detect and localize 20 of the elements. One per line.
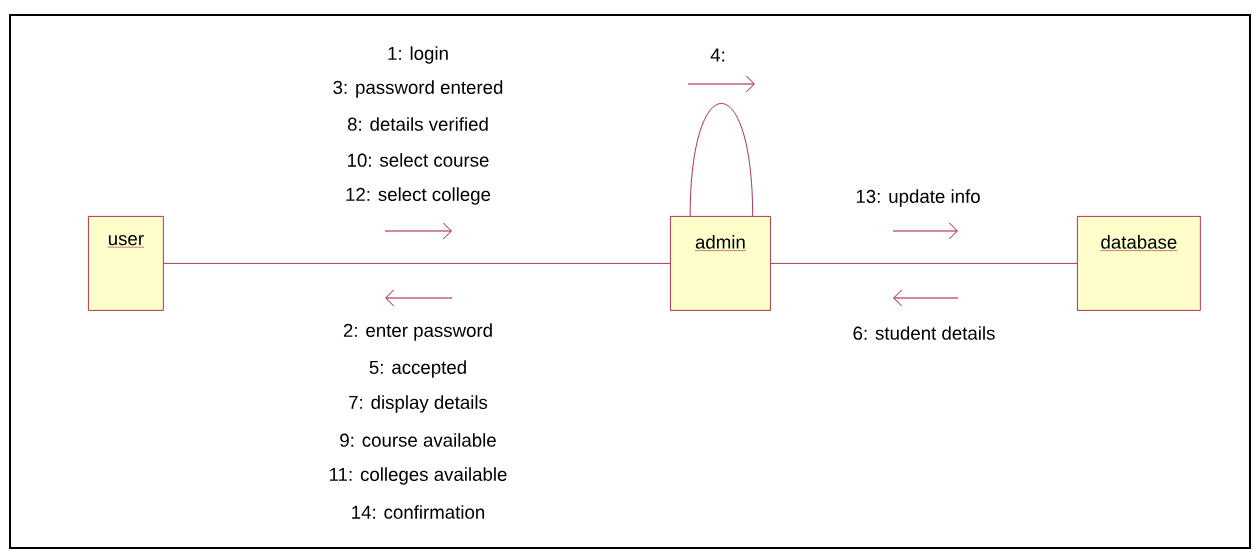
object-box: user (88, 216, 164, 311)
message-label: 7: display details (349, 395, 488, 413)
message-label: 3: password entered (333, 80, 503, 98)
message-label: 10: select course (348, 153, 489, 167)
message-label: 1: login (388, 46, 448, 64)
message-label: 13: update info (856, 189, 980, 207)
connector-line (689, 103, 754, 217)
message-label: 8: details verified (347, 117, 488, 131)
message-label: 2: enter password (343, 323, 492, 341)
message-label: 4: (710, 48, 725, 62)
message-label: 14: confirmation (352, 505, 485, 519)
message-label: 5: accepted (369, 360, 466, 378)
message-label: 9: course available (340, 433, 496, 447)
message-label: 11: colleges available (330, 467, 507, 485)
object-box: database (1077, 216, 1201, 311)
connector-line (163, 263, 671, 264)
object-box: admin (670, 216, 771, 311)
connector-line (770, 263, 1078, 264)
message-label: 12: select college (346, 187, 491, 205)
message-label: 6: student details (853, 326, 995, 340)
